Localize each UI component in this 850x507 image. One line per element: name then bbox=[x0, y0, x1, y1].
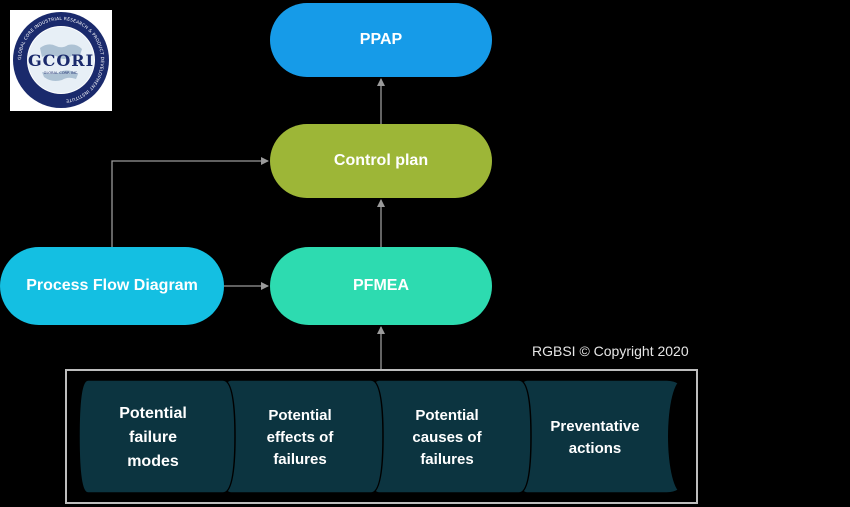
node-pfmea: PFMEA bbox=[270, 247, 492, 325]
node-pfmea-label: PFMEA bbox=[353, 277, 409, 294]
cylinder-segments bbox=[78, 379, 696, 494]
node-control-plan: Control plan bbox=[270, 124, 492, 198]
copyright-text: RGBSI © Copyright 2020 bbox=[532, 343, 689, 359]
cylinder-end-cap bbox=[668, 380, 696, 493]
component-label-effects: Potential effects of failures bbox=[266, 407, 334, 468]
gcori-logo: GLOBAL CORE INDUSTRIAL RESEARCH & PRODUC… bbox=[10, 10, 112, 111]
component-label-failure-modes: Potential failure modes bbox=[119, 405, 187, 470]
component-label-causes: Potential causes of failures bbox=[412, 407, 482, 468]
logo-name: GCORI bbox=[28, 51, 94, 70]
gcori-logo-graphic: GLOBAL CORE INDUSTRIAL RESEARCH & PRODUC… bbox=[13, 12, 109, 108]
logo-sub: GLOBAL CORP. INC. bbox=[44, 71, 79, 75]
node-pfd-label: Process Flow Diagram bbox=[26, 277, 198, 294]
components-frame bbox=[65, 369, 698, 504]
arrow-pfd-to-control bbox=[111, 157, 269, 247]
node-control-plan-label: Control plan bbox=[333, 152, 429, 169]
node-ppap: PPAP bbox=[270, 3, 492, 77]
component-label-preventative-actions: Preventative actions bbox=[550, 418, 640, 457]
node-ppap-label: PPAP bbox=[359, 31, 403, 48]
segment-potential-failure-modes bbox=[78, 379, 236, 494]
node-process-flow-diagram: Process Flow Diagram bbox=[0, 247, 224, 325]
